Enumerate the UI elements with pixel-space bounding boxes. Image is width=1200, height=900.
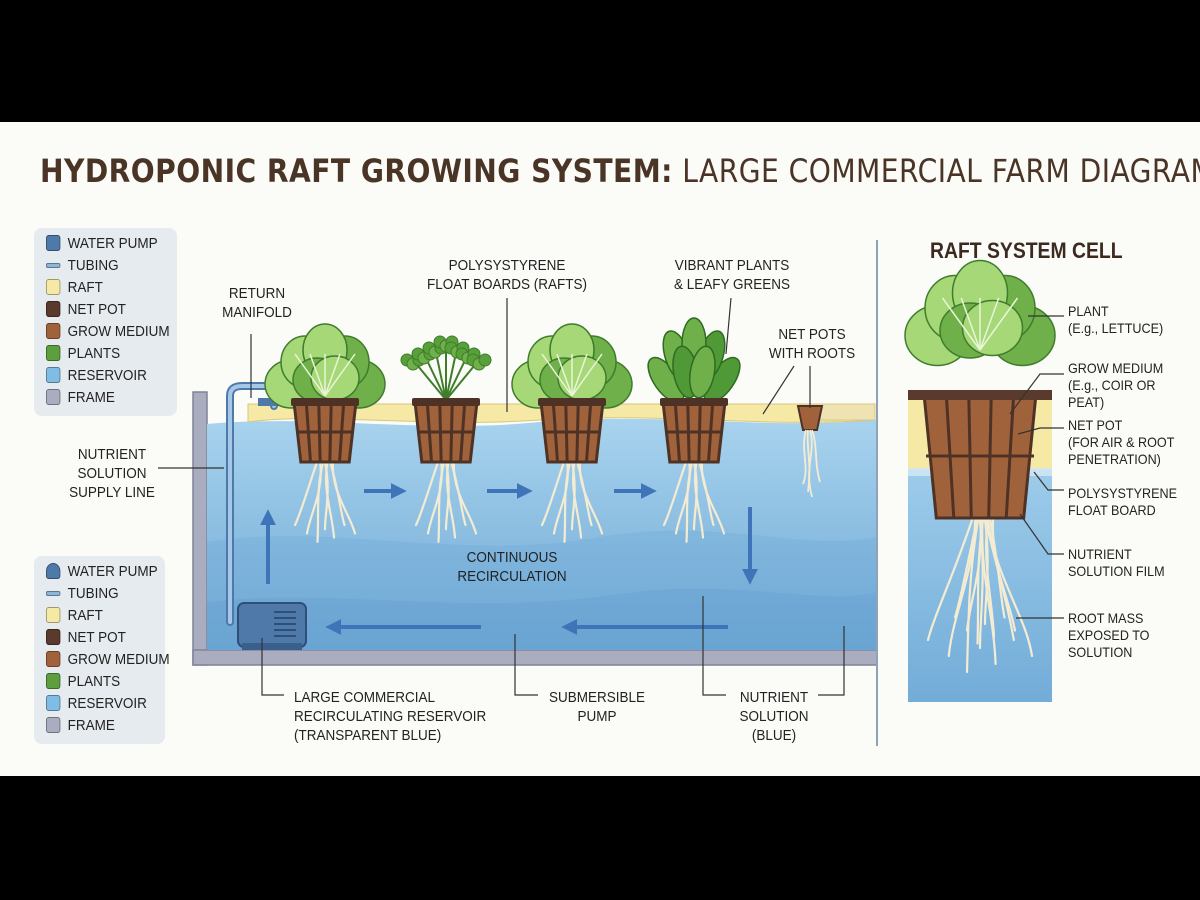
plants-group [264, 317, 741, 543]
leader-lines [158, 297, 845, 696]
reservoir-frame [192, 391, 878, 666]
cell-title: RAFT SYSTEM CELL [930, 238, 1123, 263]
legend-bottom-label: RAFT [67, 606, 103, 624]
system-illustration [158, 240, 1064, 746]
legend-top-swatch [46, 323, 61, 339]
cell-label-plant: PLANT (E.g., LETTUCE) [1068, 303, 1164, 336]
legend-top-item: GROW MEDIUM [46, 320, 170, 342]
legend-bottom-swatch [46, 717, 61, 733]
legend-bottom-swatch [46, 629, 61, 645]
legend-bottom-item: TUBING [46, 582, 170, 604]
legend-top-item: RAFT [46, 276, 170, 298]
label-return-manifold: RETURN MANIFOLD [222, 285, 292, 321]
legend-top-swatch [46, 367, 61, 383]
legend-bottom: WATER PUMP TUBING RAFT NET POT GROW MEDIUM PL… [34, 556, 170, 744]
legend-top-item: RESERVOIR [46, 364, 170, 386]
label-pump: SUBMERSIBLE PUMP [548, 689, 646, 725]
cell-label-net-pot: NET POT (FOR AIR & ROOT PENETRATION) [1068, 417, 1175, 467]
legend-bottom-label: GROW MEDIUM [67, 650, 170, 668]
plant-4 [647, 317, 741, 543]
legend-bottom-swatch [46, 651, 61, 667]
diagram-canvas: HYDROPONIC RAFT GROWING SYSTEM: LARGE CO… [0, 122, 1200, 776]
label-net-pots-roots: NET POTS WITH ROOTS [768, 326, 856, 362]
cell-leader-lines [1009, 315, 1064, 619]
legend-bottom-label: NET POT [67, 628, 126, 646]
net-pot-with-roots [796, 405, 824, 498]
legend-top-label: GROW MEDIUM [67, 322, 170, 340]
legend-top-label: FRAME [67, 388, 115, 406]
legend-bottom-swatch [46, 590, 61, 596]
legend-top-item: PLANTS [46, 342, 170, 364]
legend-bottom-swatch [46, 563, 61, 579]
legend-top-label: TUBING [67, 256, 119, 274]
label-recirculation: CONTINUOUS RECIRCULATION [457, 549, 567, 585]
legend-bottom-label: FRAME [67, 716, 115, 734]
legend-bottom-item: NET POT [46, 626, 170, 648]
page-title-bold: HYDROPONIC RAFT GROWING SYSTEM: [40, 152, 673, 190]
legend-bottom-item: WATER PUMP [46, 560, 170, 582]
submersible-pump [237, 602, 307, 650]
reservoir-water [207, 418, 877, 650]
legend-bottom-item: FRAME [46, 714, 170, 736]
plant-1 [264, 323, 386, 543]
legend-bottom-item: GROW MEDIUM [46, 648, 170, 670]
cell-label-float-board: POLYSYSTYRENE FLOAT BOARD [1068, 485, 1178, 518]
legend-top-label: PLANTS [67, 344, 121, 362]
legend-top-swatch [46, 235, 61, 251]
label-supply-line: NUTRIENT SOLUTION SUPPLY LINE [69, 446, 155, 501]
cell-label-root-mass: ROOT MASS EXPOSED TO SOLUTION [1068, 610, 1150, 660]
cell-label-grow-medium: GROW MEDIUM (E.g., COIR OR PEAT) [1068, 360, 1164, 410]
legend-top-item: FRAME [46, 386, 170, 408]
legend-bottom-item: RESERVOIR [46, 692, 170, 714]
legend-bottom-label: WATER PUMP [67, 562, 158, 580]
legend-top-item: WATER PUMP [46, 232, 170, 254]
legend-top-label: NET POT [67, 300, 126, 318]
legend-bottom-swatch [46, 607, 61, 623]
legend-top-label: WATER PUMP [67, 234, 158, 252]
label-float-boards: POLYSYSTYRENE FLOAT BOARDS (RAFTS) [426, 257, 588, 293]
cell-label-film: NUTRIENT SOLUTION FILM [1068, 546, 1165, 579]
legend-top: WATER PUMP TUBING RAFT NET POT GROW MEDIUM PL… [34, 228, 177, 416]
legend-top-item: TUBING [46, 254, 170, 276]
page-title: HYDROPONIC RAFT GROWING SYSTEM: LARGE CO… [40, 152, 1200, 190]
legend-top-item: NET POT [46, 298, 170, 320]
label-solution: NUTRIENT SOLUTION (BLUE) [739, 689, 809, 744]
legend-bottom-item: PLANTS [46, 670, 170, 692]
legend-top-swatch [46, 279, 61, 295]
legend-top-swatch [46, 262, 61, 268]
legend-bottom-label: TUBING [67, 584, 119, 602]
label-reservoir: LARGE COMMERCIAL RECIRCULATING RESERVOIR… [294, 689, 487, 744]
legend-top-label: RAFT [67, 278, 103, 296]
plant-3 [511, 323, 633, 543]
legend-top-label: RESERVOIR [67, 366, 147, 384]
legend-top-swatch [46, 301, 61, 317]
page-title-regular: LARGE COMMERCIAL FARM DIAGRAM [672, 152, 1200, 190]
cell-plant [904, 259, 1056, 674]
legend-top-swatch [46, 389, 61, 405]
legend-bottom-label: RESERVOIR [67, 694, 147, 712]
legend-top-swatch [46, 345, 61, 361]
label-vibrant-plants: VIBRANT PLANTS & LEAFY GREENS [673, 257, 791, 293]
legend-bottom-swatch [46, 695, 61, 711]
legend-bottom-swatch [46, 673, 61, 689]
legend-bottom-label: PLANTS [67, 672, 121, 690]
plant-2 [400, 335, 492, 543]
flow-arrows [260, 483, 758, 635]
legend-bottom-item: RAFT [46, 604, 170, 626]
